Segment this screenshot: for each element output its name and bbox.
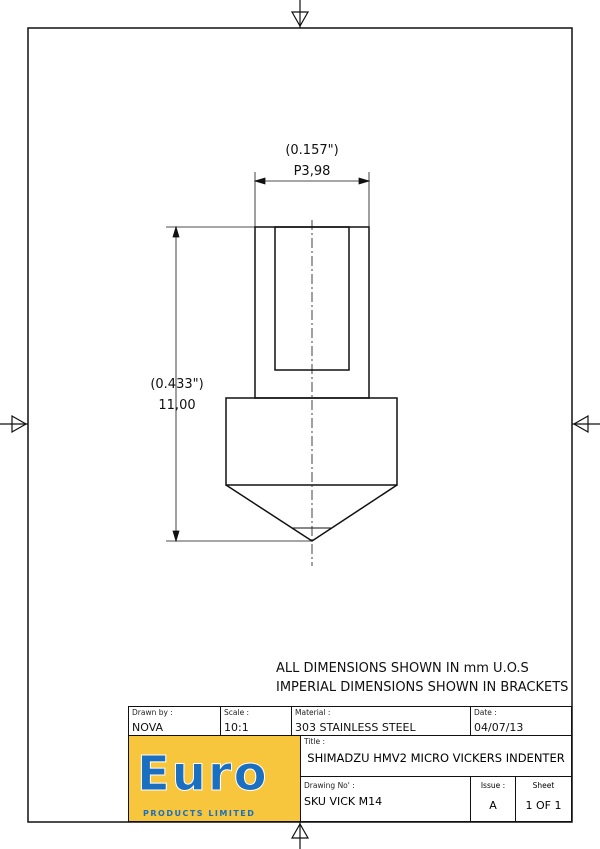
drawing-no-cell: Drawing No' : SKU VICK M14 [300, 776, 471, 822]
width-metric: P3,98 [294, 164, 331, 179]
sheet-value: 1 OF 1 [525, 799, 562, 812]
issue-label: Issue : [480, 781, 506, 790]
date-label: Date : [474, 708, 497, 717]
euro-products-logo: Euro PRODUCTS LIMITED [128, 735, 301, 822]
logo-brand: Euro [137, 746, 269, 802]
height-metric: 11,00 [158, 398, 195, 413]
sheet-cell: Sheet 1 OF 1 [515, 776, 572, 822]
height-imperial: (0.433") [150, 377, 203, 392]
drawing-no-value: SKU VICK M14 [304, 795, 383, 808]
material-cell: Material : 303 STAINLESS STEEL [291, 706, 471, 736]
drawing-no-label: Drawing No' : [304, 781, 355, 790]
width-imperial: (0.157") [285, 143, 338, 158]
note-imperial-brackets: IMPERIAL DIMENSIONS SHOWN IN BRACKETS [276, 680, 568, 695]
scale-cell: Scale : 10:1 [220, 706, 292, 736]
title-cell: Title : SHIMADZU HMV2 MICRO VICKERS INDE… [300, 735, 572, 777]
width-dimension-lines [253, 172, 371, 227]
date-value: 04/07/13 [474, 721, 524, 734]
logo-graphic: Euro PRODUCTS LIMITED [137, 746, 269, 819]
indenter-part [225, 226, 398, 542]
material-label: Material : [295, 708, 331, 717]
drawn-by-label: Drawn by : [132, 708, 173, 717]
issue-value: A [489, 799, 497, 812]
note-dimensions-mm: ALL DIMENSIONS SHOWN IN mm U.O.S [276, 661, 529, 676]
title-label: Title : [304, 737, 325, 746]
scale-label: Scale : [224, 708, 250, 717]
date-cell: Date : 04/07/13 [470, 706, 572, 736]
scale-value: 10:1 [224, 721, 249, 734]
drawn-by-cell: Drawn by : NOVA [128, 706, 221, 736]
height-dimension-lines [166, 225, 312, 543]
drawn-by-value: NOVA [132, 721, 164, 734]
title-value: SHIMADZU HMV2 MICRO VICKERS INDENTER [307, 751, 565, 765]
sheet-label: Sheet [532, 781, 555, 790]
material-value: 303 STAINLESS STEEL [295, 721, 416, 734]
issue-cell: Issue : A [470, 776, 516, 822]
logo-tagline: PRODUCTS LIMITED [143, 809, 255, 818]
